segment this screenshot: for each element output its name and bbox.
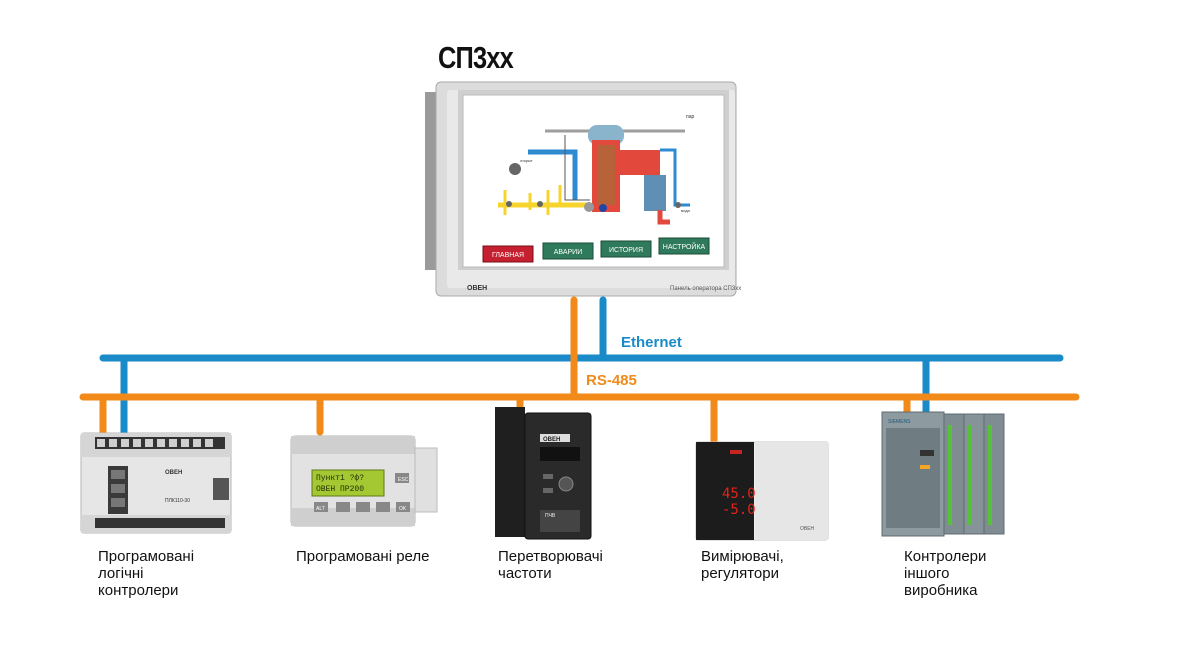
third-party-label-line: іншого <box>904 565 950 582</box>
vfd-label: Перетворювачі частоти <box>498 548 603 582</box>
meter-label: Вимірювачі, регулятори <box>701 548 784 582</box>
relay-lcd-line-2: ОВЕН ПР200 <box>316 485 364 494</box>
plc-label-line: контролери <box>98 582 179 599</box>
hmi-panel: ОВЕН Панель оператора СП3хх пар открыт в… <box>425 81 741 297</box>
ethernet-label: Ethernet <box>621 334 682 351</box>
hmi-button-history[interactable]: ИСТОРИЯ <box>600 240 652 258</box>
hmi-button-label: НАСТРОЙКА <box>663 242 706 251</box>
rs485-label: RS-485 <box>586 372 637 389</box>
hmi-button-alarms[interactable]: АВАРИИ <box>542 242 594 260</box>
plc-device: ОВЕН ПЛК110-30 <box>80 432 232 534</box>
third-party-label-line: виробника <box>904 582 978 599</box>
plc-label: Програмовані логічні контролери <box>98 548 194 599</box>
vfd-label-line: Перетворювачі <box>498 548 603 565</box>
hmi-title: СП3хх <box>438 40 514 75</box>
meter-label-line: регулятори <box>701 565 779 582</box>
steam-label: пар <box>686 114 694 120</box>
vfd-device: ОВЕН ПЧВ <box>495 407 592 540</box>
relay-device: Пункт1 ?ф? ОВЕН ПР200 ESC ALT OK <box>290 435 438 527</box>
open-label: открыт <box>520 158 533 163</box>
hmi-process-mimic: пар открыт вода <box>498 114 694 225</box>
vfd-model: ПЧВ <box>545 513 556 519</box>
relay-key-ok: OK <box>399 506 407 512</box>
third-party-label: Контролери іншого виробника <box>904 548 986 599</box>
meter-brand: ОВЕН <box>800 526 815 532</box>
meter-device: 45.0 -5.0 ОВЕН <box>695 441 829 541</box>
hmi-button-label: ИСТОРИЯ <box>609 247 643 254</box>
hmi-brand: ОВЕН <box>467 285 487 292</box>
meter-reading-lower: -5.0 <box>722 502 756 518</box>
plc-brand: ОВЕН <box>165 470 182 476</box>
vfd-label-line: частоти <box>498 565 552 582</box>
relay-label: Програмовані реле <box>296 548 429 565</box>
plc-label-line: Програмовані <box>98 548 195 565</box>
plc-model: ПЛК110-30 <box>165 498 190 504</box>
third-party-controller: SIEMENS <box>881 411 1005 537</box>
relay-key-alt: ALT <box>316 506 325 512</box>
plc-label-line: логічні <box>98 565 144 582</box>
hmi-caption: Панель оператора СП3хх <box>670 286 741 292</box>
third-party-label-line: Контролери <box>904 548 987 565</box>
relay-lcd-line-1: Пункт1 ?ф? <box>316 474 364 483</box>
meter-reading-upper: 45.0 <box>722 486 756 502</box>
hmi-button-label: ГЛАВНАЯ <box>492 252 524 259</box>
hmi-button-settings[interactable]: НАСТРОЙКА <box>658 237 710 255</box>
meter-label-line: Вимірювачі, <box>701 548 784 565</box>
siemens-brand: SIEMENS <box>888 419 911 425</box>
hmi-button-label: АВАРИИ <box>554 249 583 256</box>
relay-label-line: Програмовані реле <box>296 548 430 565</box>
water-label: вода <box>681 208 691 213</box>
relay-key-esc: ESC <box>398 477 409 483</box>
hmi-button-main[interactable]: ГЛАВНАЯ <box>482 245 534 263</box>
vfd-brand: ОВЕН <box>543 437 560 443</box>
